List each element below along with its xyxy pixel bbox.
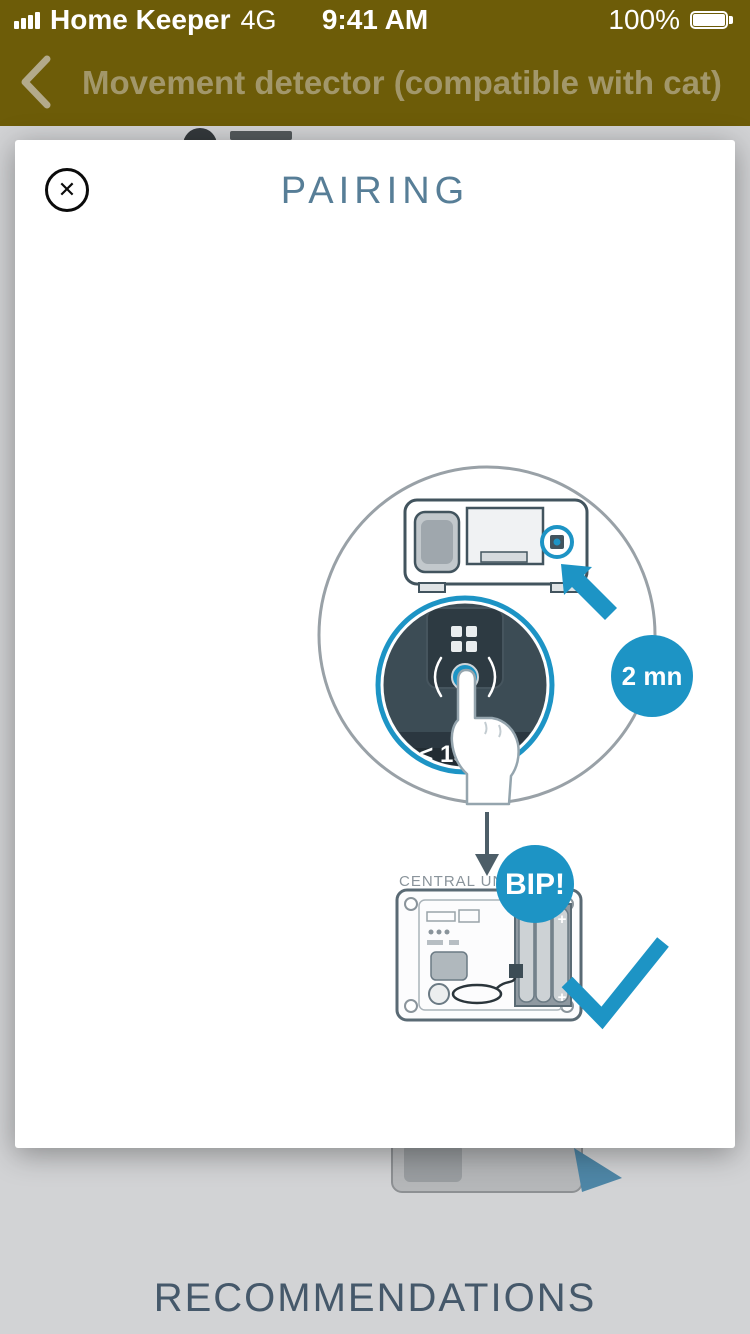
- checkmark-icon: [561, 937, 669, 1030]
- carrier-label: Home Keeper: [50, 4, 231, 35]
- hand-press-icon: [450, 668, 520, 806]
- central-unit-label: CENTRAL UNIT: [399, 873, 520, 890]
- pointer-arrow-icon: [561, 564, 617, 620]
- battery-percent-label: 100%: [608, 4, 680, 35]
- battery-plus-mark: +: [558, 989, 567, 1006]
- timer-badge: 2 mn: [611, 635, 693, 717]
- beep-badge-label: BIP!: [505, 868, 565, 901]
- background-illustration: [391, 1148, 622, 1193]
- close-icon: ✕: [57, 177, 77, 202]
- signal-strength-icon: [14, 11, 40, 29]
- battery-icon: [690, 11, 733, 29]
- detector-device: [403, 498, 589, 593]
- zoom-detail-circle: < 1s: [375, 595, 555, 806]
- close-button[interactable]: ✕: [45, 168, 89, 212]
- pairing-illustration: < 1s 2 mn CENTRAL UNIT: [317, 465, 693, 1030]
- recommendations-heading: RECOMMENDATIONS: [153, 1276, 597, 1320]
- chevron-left-icon: [21, 55, 51, 109]
- modal-title: PAIRING: [280, 170, 470, 212]
- page-title: Movement detector (compatible with cat): [82, 64, 722, 101]
- status-bar: Home Keeper 4G 9:41 AM 100%: [0, 0, 750, 40]
- down-arrow-icon: [475, 812, 499, 876]
- timer-badge-label: 2 mn: [622, 661, 683, 691]
- nav-bar: Movement detector (compatible with cat): [0, 40, 750, 126]
- network-type-label: 4G: [240, 4, 277, 35]
- battery-plus-mark: +: [558, 911, 567, 928]
- grid-icon: [451, 626, 477, 652]
- text-fragment: [230, 131, 292, 140]
- pairing-modal: ✕ PAIRING: [15, 140, 735, 1148]
- beep-badge: BIP!: [496, 845, 574, 923]
- back-button[interactable]: [14, 53, 58, 113]
